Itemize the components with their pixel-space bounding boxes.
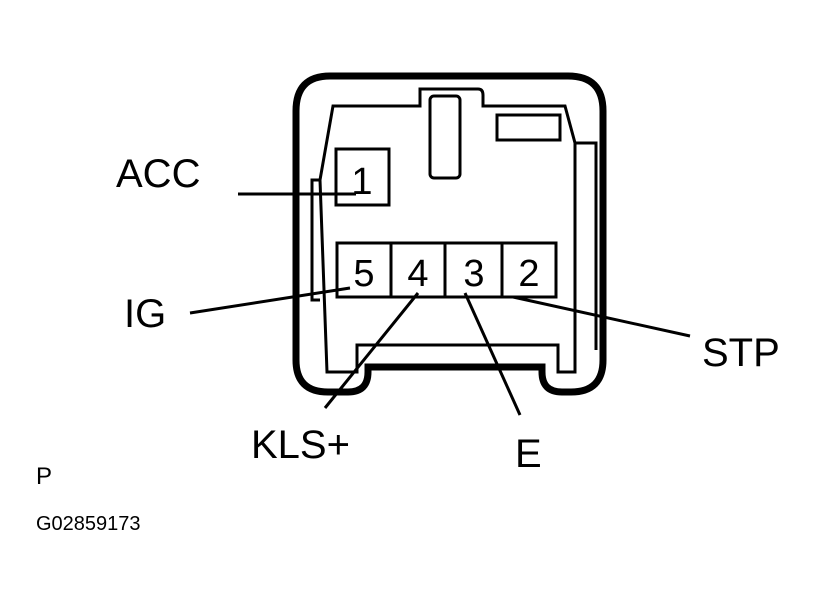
connector-left-notch: [310, 178, 320, 302]
connector-housing-outer: [292, 72, 607, 396]
connector-side-rib: [575, 141, 598, 350]
label-acc: ACC: [116, 152, 200, 196]
label-stp: STP: [702, 331, 780, 375]
leader-kls: [323, 292, 420, 409]
pin-1-cavity: [334, 147, 391, 207]
leader-ig: [189, 286, 351, 315]
leader-stp: [512, 295, 691, 338]
pin-1-number: 1: [351, 161, 372, 203]
view-marker: P: [36, 463, 52, 490]
label-kls: KLS+: [251, 423, 350, 467]
pin-4-number: 4: [407, 253, 428, 295]
leader-e: [463, 292, 522, 416]
pin-2-number: 2: [518, 253, 539, 295]
pin-5-number: 5: [353, 253, 374, 295]
label-e: E: [515, 432, 542, 476]
pin-2-cavity: [500, 241, 558, 299]
label-ig: IG: [124, 292, 166, 336]
pin-3-number: 3: [463, 253, 484, 295]
connector-housing-inner: [318, 87, 577, 374]
figure-code: G02859173: [36, 513, 141, 535]
connector-latch-slot: [428, 94, 462, 180]
connector-lock-tab: [495, 113, 562, 142]
